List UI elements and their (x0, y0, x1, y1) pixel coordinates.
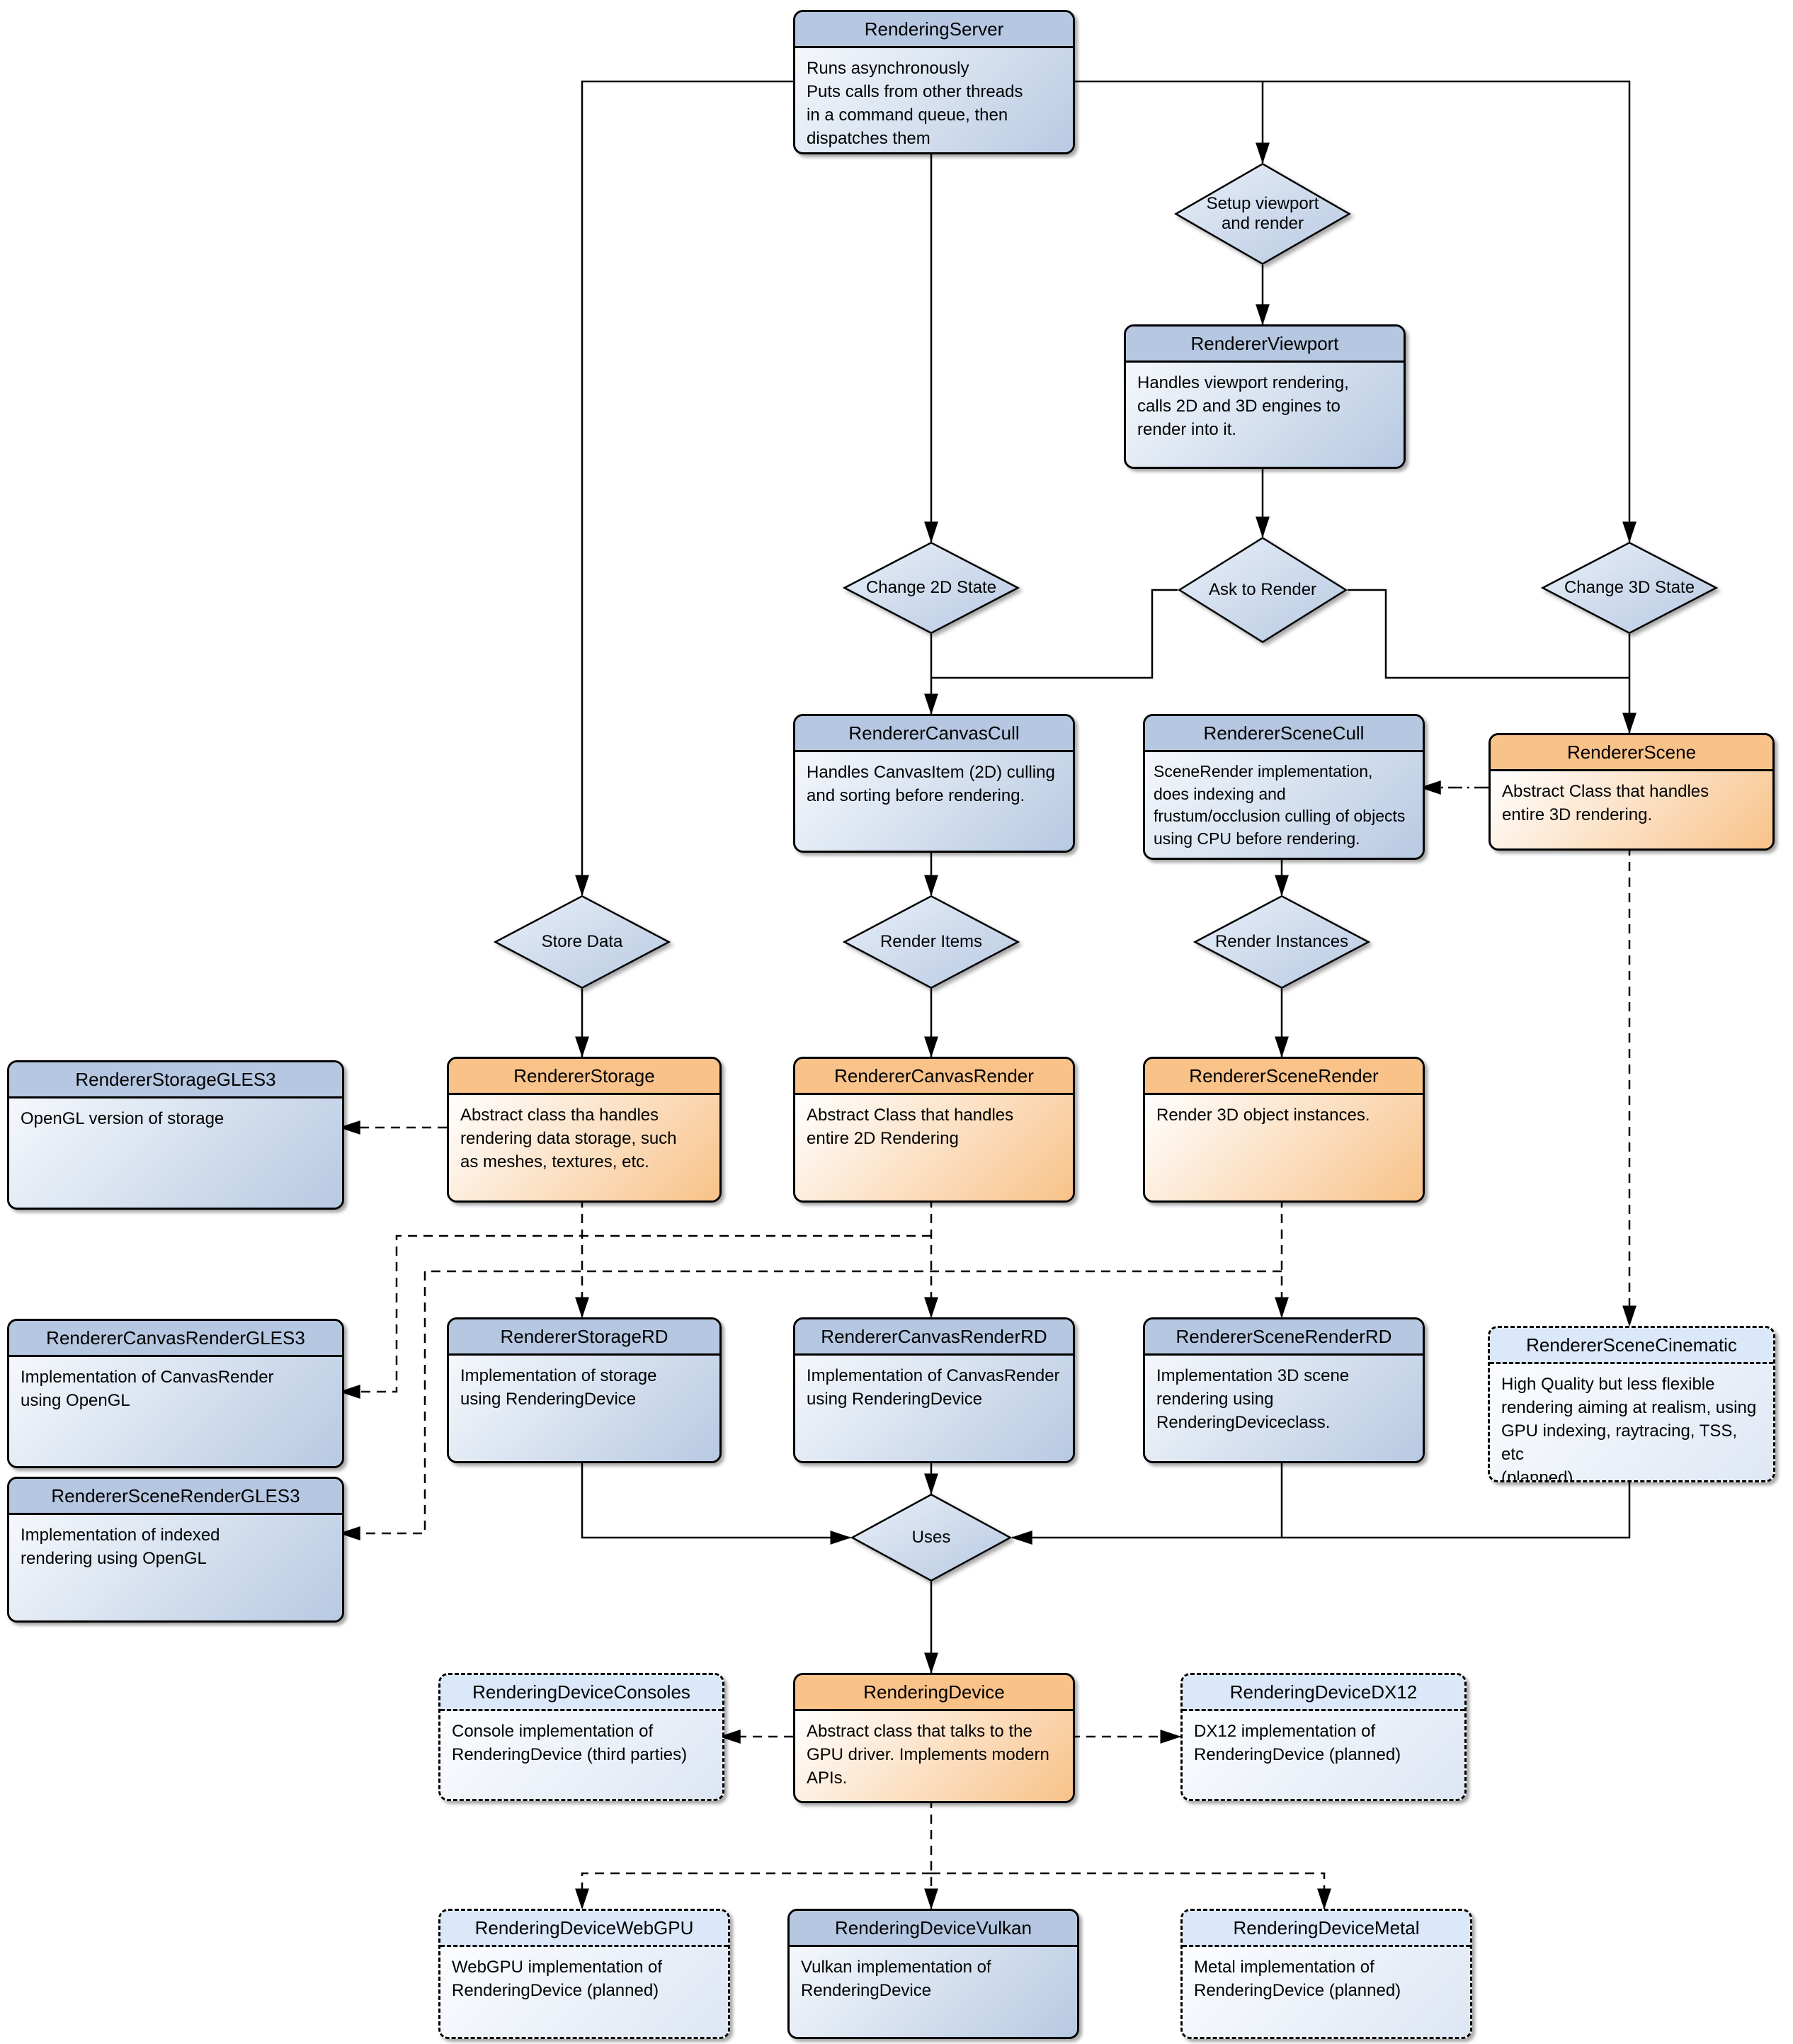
node-body: Abstract Class that handles entire 3D re… (1491, 771, 1772, 848)
decision-label: Change 3D State (1564, 578, 1695, 597)
node-renderer-scene: RendererScene Abstract Class that handle… (1489, 733, 1775, 851)
decision-ask-to-render: Ask to Render (1178, 537, 1348, 643)
decision-label: Store Data (541, 932, 623, 951)
node-title: RendererCanvasCull (795, 716, 1073, 752)
diamond-shape (494, 895, 671, 989)
node-title: RendererSceneRenderGLES3 (9, 1479, 342, 1515)
node-renderer-storage-rd: RendererStorageRD Implementation of stor… (447, 1317, 722, 1463)
node-body: SceneRender implementation, does indexin… (1145, 752, 1423, 858)
diamond-shape (1541, 542, 1718, 634)
diamond-shape (850, 1494, 1012, 1582)
node-body: Abstract class that talks to the GPU dri… (795, 1711, 1073, 1801)
node-title: RendererSceneCinematic (1490, 1328, 1773, 1364)
node-title: RendererCanvasRender (795, 1059, 1073, 1095)
diamond-shape (843, 542, 1020, 634)
node-title: RendererStorageGLES3 (9, 1062, 342, 1098)
edge-device-to-webgpu (575, 1872, 931, 1910)
decision-store-data: Store Data (494, 895, 671, 989)
node-title: RendererScene (1491, 735, 1772, 771)
edge-device-to-metal (931, 1872, 1331, 1910)
node-title: RendererSceneRenderRD (1145, 1319, 1423, 1356)
node-renderer-scene-cinematic: RendererSceneCinematic High Quality but … (1488, 1326, 1775, 1482)
node-title: RenderingDeviceConsoles (440, 1675, 722, 1711)
diamond-shape (1178, 537, 1348, 643)
node-title: RenderingDeviceDX12 (1183, 1675, 1464, 1711)
decision-label: Uses (911, 1528, 951, 1547)
node-rendering-device-metal: RenderingDeviceMetal Metal implementatio… (1180, 1909, 1472, 2039)
node-title: RendererCanvasRenderGLES3 (9, 1321, 342, 1357)
node-body: Metal implementation of RenderingDevice … (1183, 1947, 1470, 2037)
decision-render-items: Render Items (843, 895, 1020, 989)
node-rendering-device-dx12: RenderingDeviceDX12 DX12 implementation … (1180, 1673, 1467, 1801)
node-body: High Quality but less flexible rendering… (1490, 1364, 1773, 1480)
edge-server-to-store-data (575, 80, 793, 897)
decision-label: Ask to Render (1208, 580, 1317, 599)
node-renderer-viewport: RendererViewport Handles viewport render… (1124, 324, 1406, 469)
node-title: RendererViewport (1126, 327, 1404, 363)
edge-scene-render-rd-to-uses (1011, 1459, 1283, 1545)
edge-ask-to-canvas-cull (931, 589, 1178, 679)
edge-storage-rd-to-uses (581, 1459, 852, 1545)
node-renderer-scene-render: RendererSceneRender Render 3D object ins… (1143, 1057, 1425, 1203)
decision-uses: Uses (850, 1494, 1012, 1582)
node-rendering-device-consoles: RenderingDeviceConsoles Console implemen… (438, 1673, 724, 1801)
node-renderer-canvas-render-gles3: RendererCanvasRenderGLES3 Implementation… (7, 1319, 344, 1468)
node-body: OpenGL version of storage (9, 1098, 342, 1208)
diamond-shape (843, 895, 1020, 989)
node-body: WebGPU implementation of RenderingDevice… (440, 1947, 728, 2037)
node-title: RendererStorage (449, 1059, 719, 1095)
node-body: Vulkan implementation of RenderingDevice (790, 1947, 1077, 2037)
diamond-shape (1174, 163, 1351, 265)
node-rendering-device: RenderingDevice Abstract class that talk… (793, 1673, 1075, 1803)
node-body: Runs asynchronously Puts calls from othe… (795, 48, 1073, 152)
node-renderer-scene-cull: RendererSceneCull SceneRender implementa… (1143, 714, 1425, 860)
edge-scene-render-to-gles3 (338, 1270, 1282, 1540)
node-body: Handles viewport rendering, calls 2D and… (1126, 363, 1404, 467)
node-body: Implementation of CanvasRender using Ren… (795, 1356, 1073, 1461)
node-renderer-scene-render-gles3: RendererSceneRenderGLES3 Implementation … (7, 1477, 344, 1623)
node-body: DX12 implementation of RenderingDevice (… (1183, 1711, 1464, 1799)
node-rendering-device-webgpu: RenderingDeviceWebGPU WebGPU implementat… (438, 1909, 730, 2039)
decision-render-instances: Render Instances (1193, 895, 1370, 989)
diamond-shape (1193, 895, 1370, 989)
edge-canvas-render-to-gles3 (338, 1234, 931, 1399)
node-title: RenderingDeviceWebGPU (440, 1911, 728, 1947)
node-renderer-storage: RendererStorage Abstract class tha handl… (447, 1057, 722, 1203)
node-title: RenderingServer (795, 12, 1073, 48)
edge-server-to-change-3d (1071, 80, 1637, 543)
node-renderer-canvas-render-rd: RendererCanvasRenderRD Implementation of… (793, 1317, 1075, 1463)
decision-label: Render Instances (1214, 932, 1349, 951)
node-body: Abstract class tha handles rendering dat… (449, 1095, 719, 1200)
node-title: RenderingDevice (795, 1675, 1073, 1711)
edge-cinematic-to-uses (1282, 1478, 1631, 1539)
node-title: RendererSceneCull (1145, 716, 1423, 752)
decision-label: Render Items (880, 932, 983, 951)
node-title: RendererCanvasRenderRD (795, 1319, 1073, 1356)
node-title: RenderingDeviceVulkan (790, 1911, 1077, 1947)
decision-change-2d-state: Change 2D State (843, 542, 1020, 634)
node-body: Abstract Class that handles entire 2D Re… (795, 1095, 1073, 1200)
node-body: Implementation of storage using Renderin… (449, 1356, 719, 1461)
node-renderer-canvas-cull: RendererCanvasCull Handles CanvasItem (2… (793, 714, 1075, 853)
decision-change-3d-state: Change 3D State (1541, 542, 1718, 634)
node-renderer-storage-gles3: RendererStorageGLES3 OpenGL version of s… (7, 1060, 344, 1210)
node-rendering-device-vulkan: RenderingDeviceVulkan Vulkan implementat… (787, 1909, 1079, 2039)
node-body: Render 3D object instances. (1145, 1095, 1423, 1200)
decision-label: Setup viewport and render (1206, 194, 1319, 233)
node-body: Handles CanvasItem (2D) culling and sort… (795, 752, 1073, 851)
node-title: RendererStorageRD (449, 1319, 719, 1356)
node-title: RendererSceneRender (1145, 1059, 1423, 1095)
node-rendering-server: RenderingServer Runs asynchronously Puts… (793, 10, 1075, 154)
decision-setup-viewport: Setup viewport and render (1174, 163, 1351, 265)
node-body: Implementation 3D scene rendering using … (1145, 1356, 1423, 1461)
node-body: Implementation of CanvasRender using Ope… (9, 1357, 342, 1466)
edge-ask-to-scene (1348, 589, 1629, 679)
node-title: RenderingDeviceMetal (1183, 1911, 1470, 1947)
node-body: Implementation of indexed rendering usin… (9, 1515, 342, 1620)
node-renderer-scene-render-rd: RendererSceneRenderRD Implementation 3D … (1143, 1317, 1425, 1463)
node-renderer-canvas-render: RendererCanvasRender Abstract Class that… (793, 1057, 1075, 1203)
decision-label: Change 2D State (865, 578, 997, 597)
node-body: Console implementation of RenderingDevic… (440, 1711, 722, 1799)
